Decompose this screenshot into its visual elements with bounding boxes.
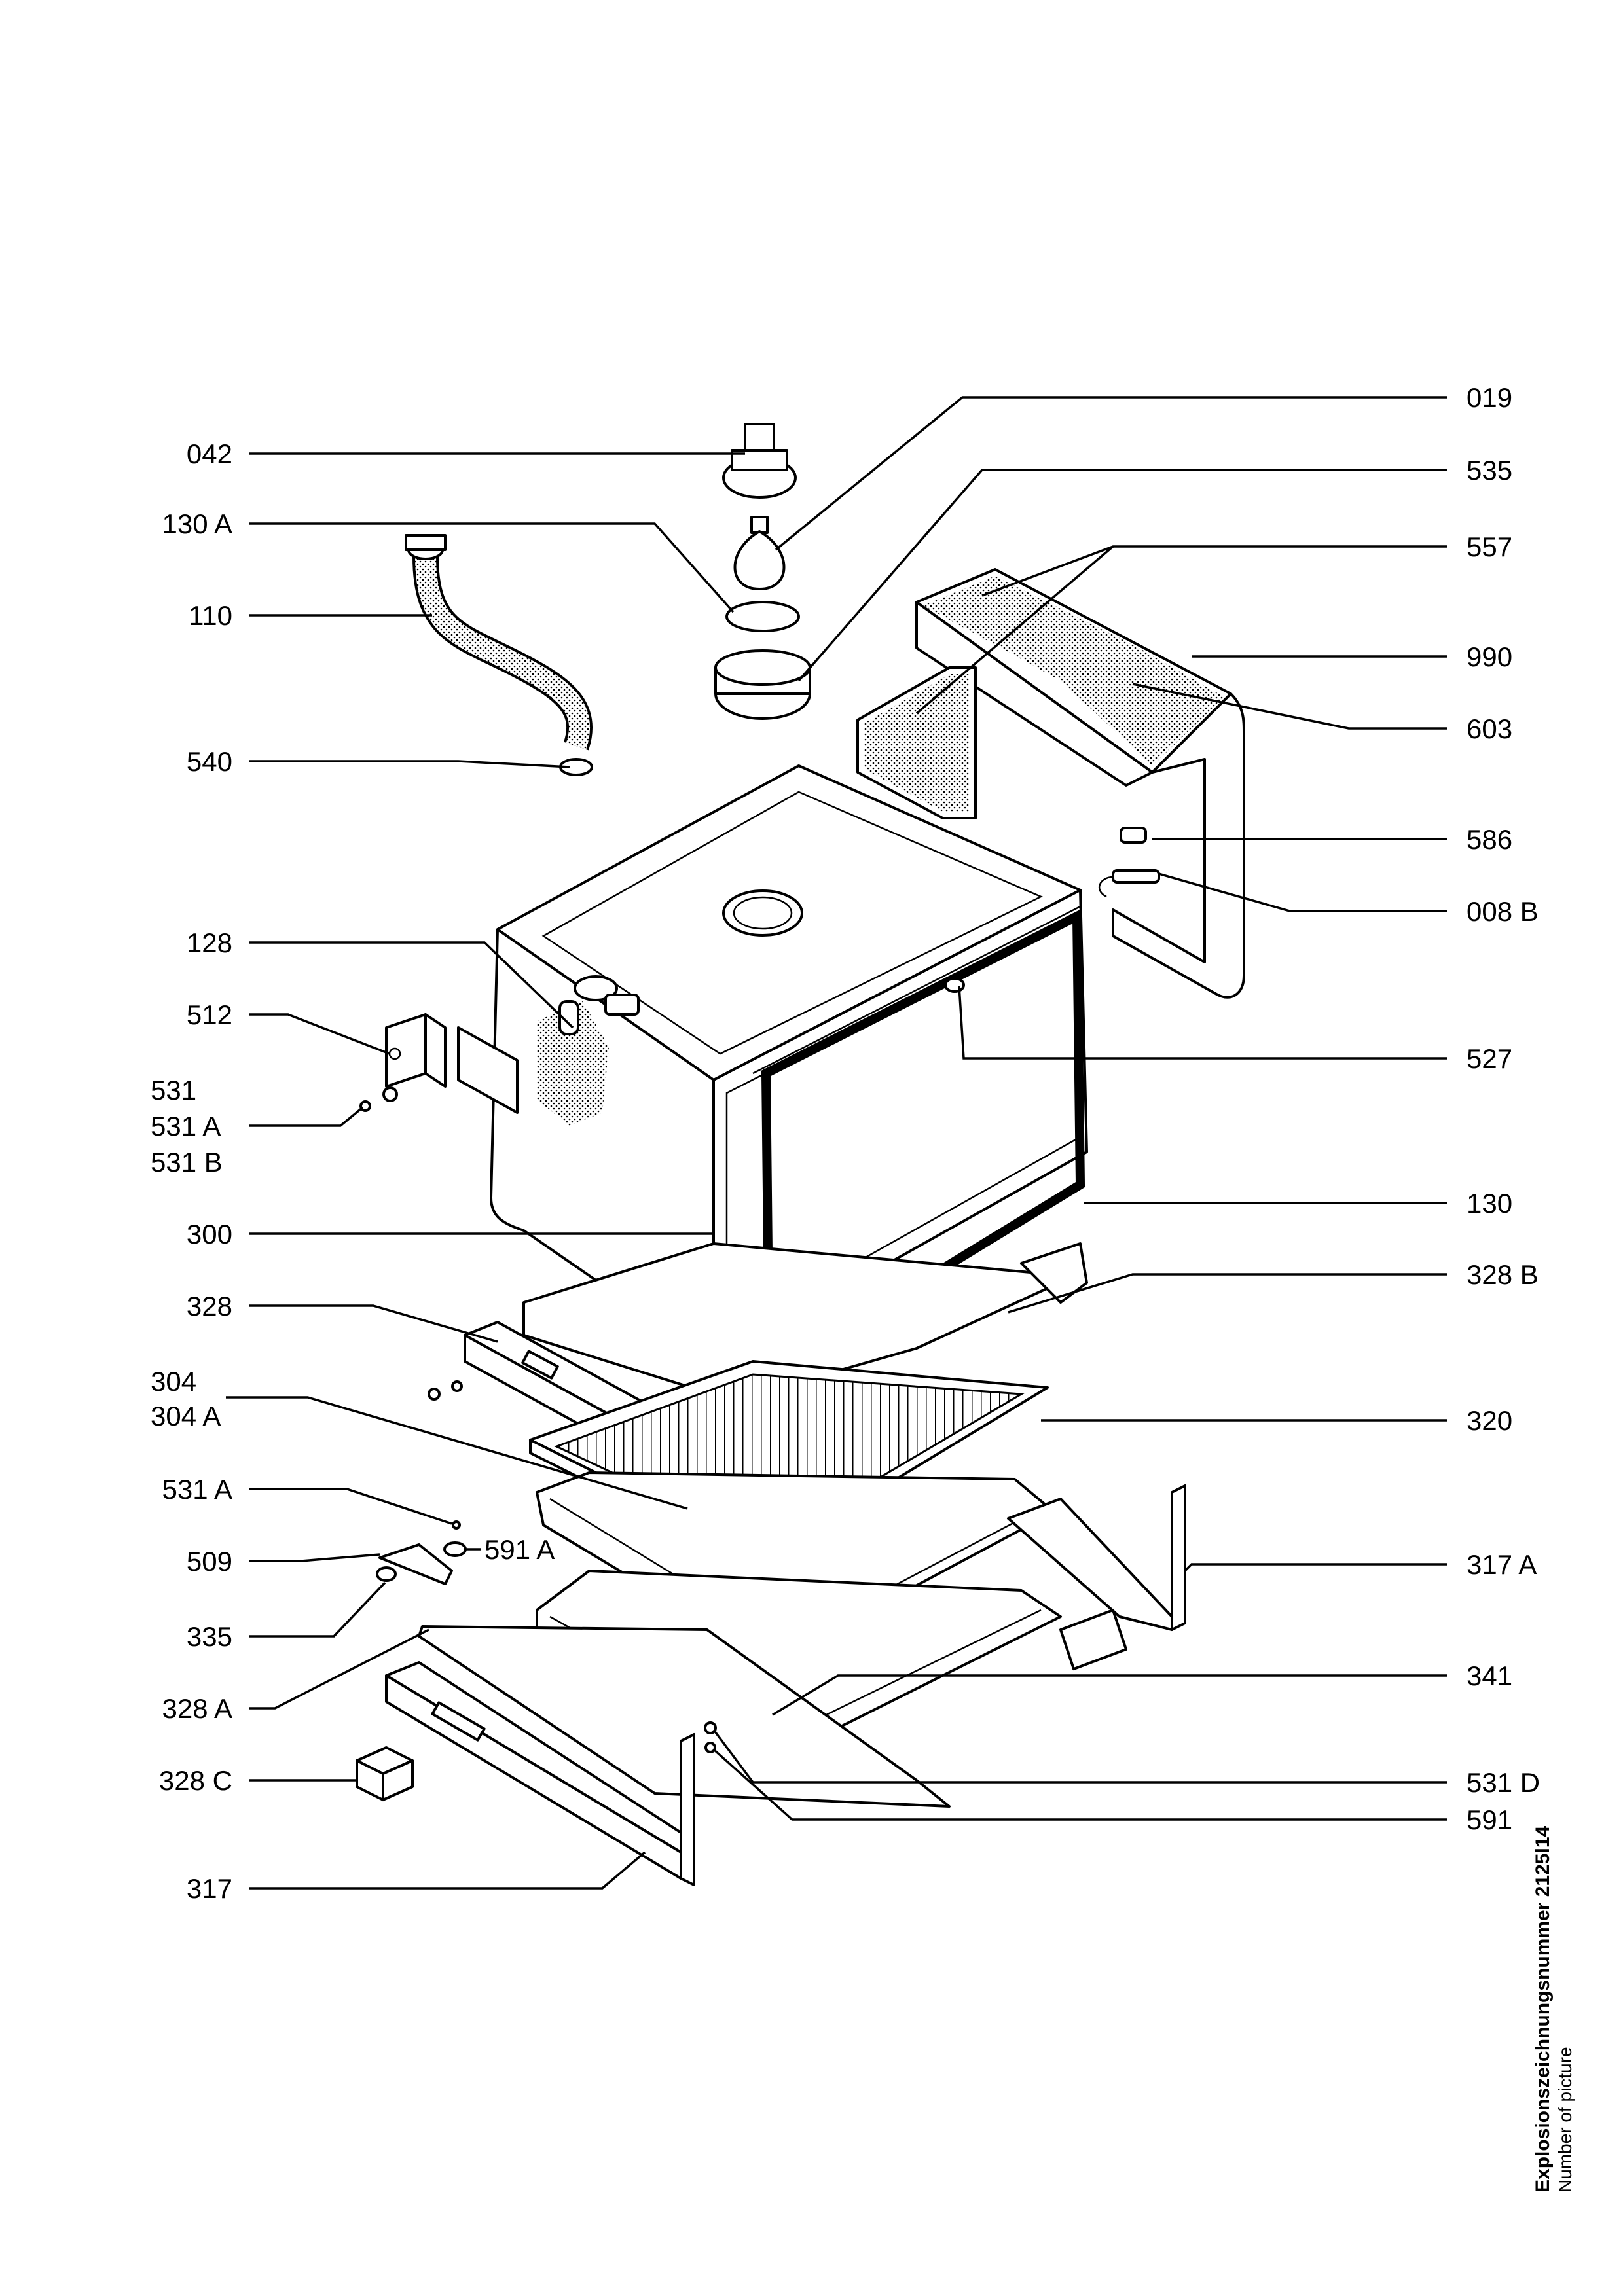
label-535: 535 (1467, 455, 1512, 486)
label-130a: 130 A (162, 509, 232, 539)
label-300: 300 (187, 1219, 232, 1249)
right-labels: 019 535 557 990 603 586 008 B 527 130 32… (1467, 382, 1540, 1835)
label-591a: 591 A (484, 1534, 555, 1565)
label-328a: 328 A (162, 1693, 232, 1724)
label-591: 591 (1467, 1804, 1512, 1835)
label-531a: 531 A (162, 1474, 232, 1505)
screw-part (359, 1086, 398, 1112)
bracket-part (385, 1013, 519, 1114)
label-328c: 328 C (159, 1765, 232, 1796)
lamp-socket-part (722, 423, 797, 499)
side-rail-left-part (385, 1661, 695, 1886)
frame-part (418, 1625, 951, 1808)
leader-lines (226, 396, 1447, 1890)
label-317a: 317 A (1467, 1549, 1537, 1580)
label-531: 531 (151, 1075, 196, 1105)
label-128: 128 (187, 927, 232, 958)
label-531b: 531 B (151, 1147, 223, 1177)
probe-socket-part (558, 1000, 579, 1035)
hose-part (405, 534, 593, 751)
label-586: 586 (1467, 824, 1512, 855)
label-509: 509 (187, 1546, 232, 1577)
lamp-part (944, 977, 965, 993)
label-019: 019 (1467, 382, 1512, 413)
oven-cavity-part (490, 764, 1088, 1363)
label-328b: 328 B (1467, 1259, 1539, 1290)
label-990: 990 (1467, 641, 1512, 672)
picture-number-subtitle: Number of picture (1555, 2047, 1575, 2193)
label-130: 130 (1467, 1188, 1512, 1219)
lamp-bulb-part (733, 516, 786, 590)
left-labels: 042 130 A 110 540 128 512 531 531 A 531 … (151, 439, 232, 1904)
label-328: 328 (187, 1291, 232, 1321)
label-335: 335 (187, 1621, 232, 1652)
label-603: 603 (1467, 713, 1512, 744)
label-531a-top: 531 A (151, 1111, 221, 1141)
label-320: 320 (1467, 1405, 1512, 1436)
label-008b: 008 B (1467, 896, 1539, 927)
label-341: 341 (1467, 1660, 1512, 1691)
bracket-clip-part (376, 1543, 453, 1585)
side-rail-right-part (1007, 1484, 1186, 1670)
label-531d: 531 D (1467, 1767, 1540, 1798)
label-527: 527 (1467, 1043, 1512, 1074)
picture-number-title: Explosionszeichnungsnummer 2125l14 (1532, 1825, 1554, 2193)
clip-connector-part (1099, 827, 1160, 898)
insulation-part (856, 568, 1245, 999)
label-540: 540 (187, 746, 232, 777)
cube-part (356, 1746, 414, 1801)
label-512: 512 (187, 999, 232, 1030)
washer-part (443, 1541, 467, 1557)
lamp-cover-part (714, 649, 811, 720)
washer-591-part (704, 1742, 716, 1753)
label-304: 304 (151, 1366, 196, 1397)
label-557: 557 (1467, 531, 1512, 562)
seal-ring-part (725, 601, 800, 632)
label-042: 042 (187, 439, 232, 469)
label-304a: 304 A (151, 1401, 221, 1431)
label-317: 317 (187, 1873, 232, 1904)
label-110: 110 (189, 600, 232, 631)
